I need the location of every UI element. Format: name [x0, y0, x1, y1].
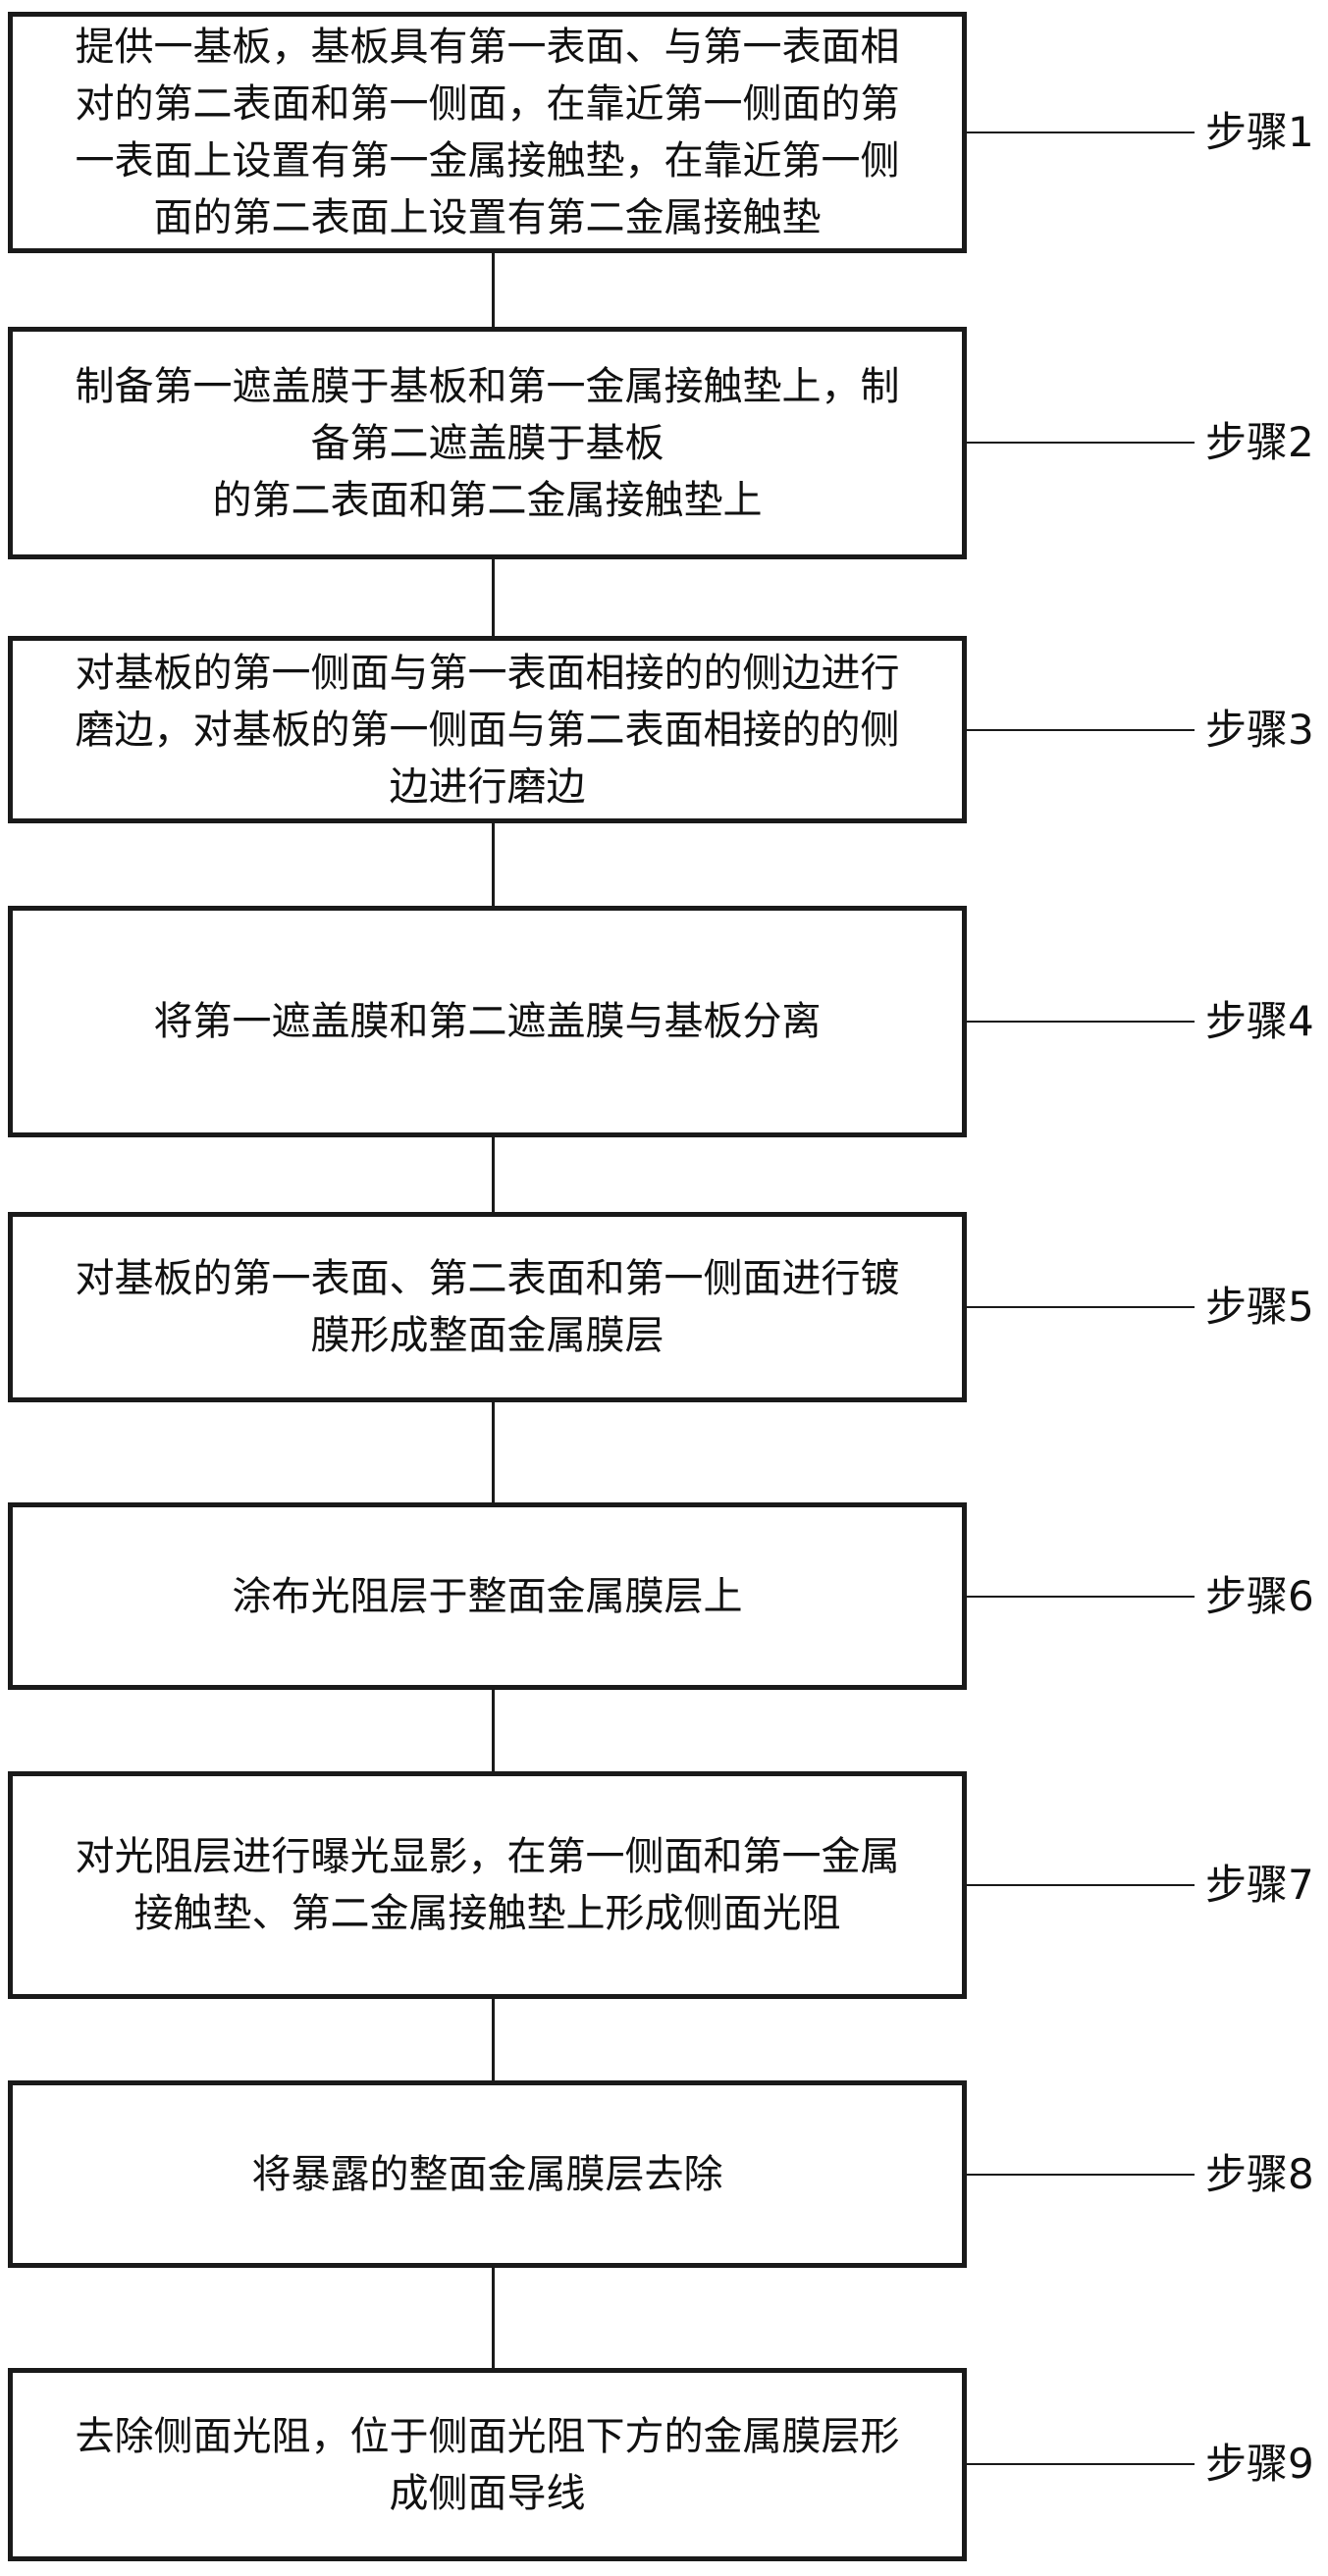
step-8-label: 步骤8: [1205, 2150, 1314, 2198]
step-5-label: 步骤5: [1205, 1283, 1314, 1331]
step-7-label: 步骤7: [1205, 1861, 1314, 1909]
step-5-leader-line: [967, 1306, 1195, 1308]
step-4-label: 步骤4: [1205, 997, 1314, 1045]
step-6-text: 涂布光阻层于整面金属膜层上: [232, 1573, 743, 1619]
step-1-box: 提供一基板，基板具有第一表面、与第一表面相 对的第二表面和第一侧面，在靠近第一侧…: [8, 12, 967, 253]
step-8-text: 将暴露的整面金属膜层去除: [251, 2151, 723, 2197]
step-2-box: 制备第一遮盖膜于基板和第一金属接触垫上，制 备第二遮盖膜于基板 的第二表面和第二…: [8, 327, 967, 559]
step-7-text: 对光阻层进行曝光显影，在第一侧面和第一金属 接触垫、第二金属接触垫上形成侧面光阻: [75, 1834, 900, 1936]
step-3-label: 步骤3: [1205, 706, 1314, 754]
step-1-label: 步骤1: [1205, 108, 1314, 156]
step-1-text: 提供一基板，基板具有第一表面、与第一表面相 对的第二表面和第一侧面，在靠近第一侧…: [75, 25, 900, 240]
connector-2-3: [492, 559, 495, 636]
step-9-box: 去除侧面光阻，位于侧面光阻下方的金属膜层形 成侧面导线: [8, 2368, 967, 2561]
step-6-label: 步骤6: [1205, 1572, 1314, 1620]
step-8-box: 将暴露的整面金属膜层去除: [8, 2080, 967, 2268]
step-6-box: 涂布光阻层于整面金属膜层上: [8, 1502, 967, 1690]
connector-4-5: [492, 1137, 495, 1212]
connector-1-2: [492, 253, 495, 327]
step-3-box: 对基板的第一侧面与第一表面相接的的侧边进行 磨边，对基板的第一侧面与第二表面相接…: [8, 636, 967, 823]
step-3-leader-line: [967, 729, 1195, 731]
step-2-leader-line: [967, 442, 1195, 444]
step-7-box: 对光阻层进行曝光显影，在第一侧面和第一金属 接触垫、第二金属接触垫上形成侧面光阻: [8, 1771, 967, 1999]
step-2-label: 步骤2: [1205, 418, 1314, 466]
step-5-box: 对基板的第一表面、第二表面和第一侧面进行镀 膜形成整面金属膜层: [8, 1212, 967, 1402]
connector-6-7: [492, 1690, 495, 1771]
connector-7-8: [492, 1999, 495, 2080]
connector-8-9: [492, 2268, 495, 2368]
step-4-text: 将第一遮盖膜和第二遮盖膜与基板分离: [153, 999, 822, 1044]
step-5-text: 对基板的第一表面、第二表面和第一侧面进行镀 膜形成整面金属膜层: [75, 1256, 900, 1358]
step-1-leader-line: [967, 131, 1195, 133]
step-9-text: 去除侧面光阻，位于侧面光阻下方的金属膜层形 成侧面导线: [75, 2413, 900, 2516]
step-9-label: 步骤9: [1205, 2440, 1314, 2488]
step-9-leader-line: [967, 2463, 1195, 2465]
step-8-leader-line: [967, 2174, 1195, 2176]
step-4-leader-line: [967, 1021, 1195, 1023]
step-7-leader-line: [967, 1884, 1195, 1886]
step-6-leader-line: [967, 1596, 1195, 1598]
connector-3-4: [492, 823, 495, 906]
step-4-box: 将第一遮盖膜和第二遮盖膜与基板分离: [8, 906, 967, 1137]
step-3-text: 对基板的第一侧面与第一表面相接的的侧边进行 磨边，对基板的第一侧面与第二表面相接…: [75, 650, 900, 810]
step-2-text: 制备第一遮盖膜于基板和第一金属接触垫上，制 备第二遮盖膜于基板 的第二表面和第二…: [75, 363, 900, 523]
connector-5-6: [492, 1402, 495, 1502]
